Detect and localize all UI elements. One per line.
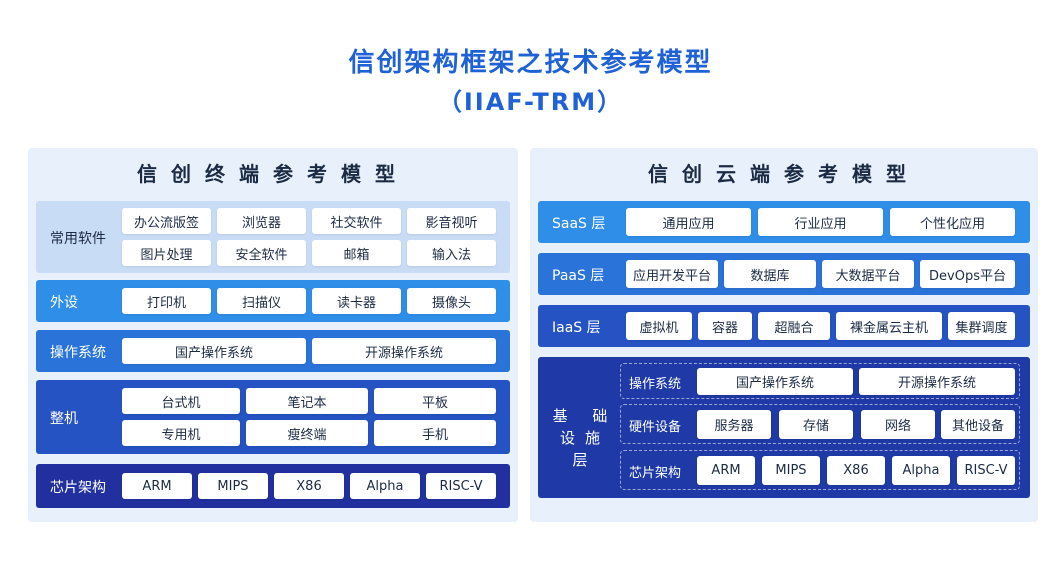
item-cell: 扫描仪 <box>217 288 306 314</box>
cloud-model-title: 信创云端参考模型 <box>648 162 920 186</box>
base-row-hardware: 硬件设备 服务器 存储 网络 其他设备 <box>620 404 1020 444</box>
base-label-line1: 基 础 <box>552 407 618 425</box>
page-subtitle: （IIAF-TRM） <box>437 88 624 116</box>
sub-row-label: 操作系统 <box>629 377 682 392</box>
item-cell: 开源操作系统 <box>859 368 1015 395</box>
item-cell: 国产操作系统 <box>122 338 306 364</box>
item-cell: 摄像头 <box>407 288 496 314</box>
item-cell: DevOps平台 <box>920 260 1015 288</box>
item-cell: 裸金属云主机 <box>836 312 942 340</box>
item-cell: 网络 <box>861 410 935 439</box>
item-cell: MIPS <box>198 473 268 499</box>
item-cell: 服务器 <box>697 410 771 439</box>
item-cell: 应用开发平台 <box>626 260 718 288</box>
item-cell: 容器 <box>698 312 752 340</box>
item-cell: X86 <box>274 473 344 499</box>
item-cell: 平板 <box>374 388 496 414</box>
base-row-os: 操作系统 国产操作系统 开源操作系统 <box>620 363 1020 399</box>
item-cell: 国产操作系统 <box>697 368 853 395</box>
item-cell: X86 <box>827 456 885 485</box>
layer-whole-machine: 整机 台式机 笔记本 平板 专用机 瘦终端 手机 <box>36 380 510 454</box>
item-cell: 手机 <box>374 420 496 446</box>
item-cell: 图片处理 <box>122 240 211 266</box>
item-cell: RISC-V <box>426 473 496 499</box>
item-cell: 大数据平台 <box>822 260 914 288</box>
item-cell: 浏览器 <box>217 208 306 234</box>
item-cell: 安全软件 <box>217 240 306 266</box>
item-cell: 邮箱 <box>312 240 401 266</box>
item-cell: 打印机 <box>122 288 211 314</box>
item-cell: 通用应用 <box>626 208 751 236</box>
item-cell: 输入法 <box>407 240 496 266</box>
item-cell: 超融合 <box>758 312 830 340</box>
layer-iaas: IaaS 层 虚拟机 容器 超融合 裸金属云主机 集群调度 <box>538 305 1030 347</box>
item-cell: ARM <box>122 473 192 499</box>
layer-label: IaaS 层 <box>552 320 601 336</box>
item-cell: 存储 <box>779 410 853 439</box>
item-cell: 个性化应用 <box>890 208 1015 236</box>
item-cell: 虚拟机 <box>626 312 692 340</box>
item-cell: 台式机 <box>122 388 240 414</box>
layer-label: SaaS 层 <box>552 216 606 232</box>
item-cell: RISC-V <box>957 456 1015 485</box>
item-cell: Alpha <box>350 473 420 499</box>
item-cell: ARM <box>697 456 755 485</box>
layer-label: 外设 <box>50 295 78 311</box>
layer-label: 常用软件 <box>50 231 106 247</box>
item-cell: 笔记本 <box>246 388 368 414</box>
item-cell: 影音视听 <box>407 208 496 234</box>
sub-row-label: 芯片架构 <box>629 466 682 481</box>
layer-chip-architecture: 芯片架构 ARM MIPS X86 Alpha RISC-V <box>36 464 510 508</box>
item-cell: 瘦终端 <box>246 420 368 446</box>
item-cell: 数据库 <box>724 260 816 288</box>
layer-label: 芯片架构 <box>50 480 106 496</box>
item-cell: MIPS <box>762 456 820 485</box>
layer-peripherals: 外设 打印机 扫描仪 读卡器 摄像头 <box>36 280 510 322</box>
item-cell: 集群调度 <box>948 312 1015 340</box>
layer-base-infrastructure: 基 础 设施层 操作系统 国产操作系统 开源操作系统 硬件设备 服务器 存储 网… <box>538 357 1030 498</box>
layer-saas: SaaS 层 通用应用 行业应用 个性化应用 <box>538 201 1030 243</box>
page-title: 信创架构框架之技术参考模型 <box>348 48 713 78</box>
terminal-model-panel: 信创终端参考模型 常用软件 办公流版签 浏览器 社交软件 影音视听 图片处理 安… <box>28 148 518 522</box>
layer-label: PaaS 层 <box>552 268 605 284</box>
layer-paas: PaaS 层 应用开发平台 数据库 大数据平台 DevOps平台 <box>538 253 1030 295</box>
item-cell: 行业应用 <box>758 208 883 236</box>
sub-row-label: 硬件设备 <box>629 420 682 435</box>
base-label-line2: 设施层 <box>559 429 610 469</box>
layer-operating-system: 操作系统 国产操作系统 开源操作系统 <box>36 330 510 372</box>
item-cell: Alpha <box>892 456 950 485</box>
item-cell: 专用机 <box>122 420 240 446</box>
layer-label: 整机 <box>50 411 78 427</box>
item-cell: 社交软件 <box>312 208 401 234</box>
item-cell: 其他设备 <box>941 410 1015 439</box>
layer-common-software: 常用软件 办公流版签 浏览器 社交软件 影音视听 图片处理 安全软件 邮箱 输入… <box>36 201 510 273</box>
item-cell: 办公流版签 <box>122 208 211 234</box>
item-cell: 读卡器 <box>312 288 401 314</box>
base-label: 基 础 设施层 <box>550 405 620 471</box>
item-cell: 开源操作系统 <box>312 338 496 364</box>
layer-label: 操作系统 <box>50 345 106 361</box>
terminal-model-title: 信创终端参考模型 <box>137 162 409 186</box>
base-row-chip: 芯片架构 ARM MIPS X86 Alpha RISC-V <box>620 450 1020 490</box>
cloud-model-panel: 信创云端参考模型 SaaS 层 通用应用 行业应用 个性化应用 PaaS 层 应… <box>530 148 1038 522</box>
